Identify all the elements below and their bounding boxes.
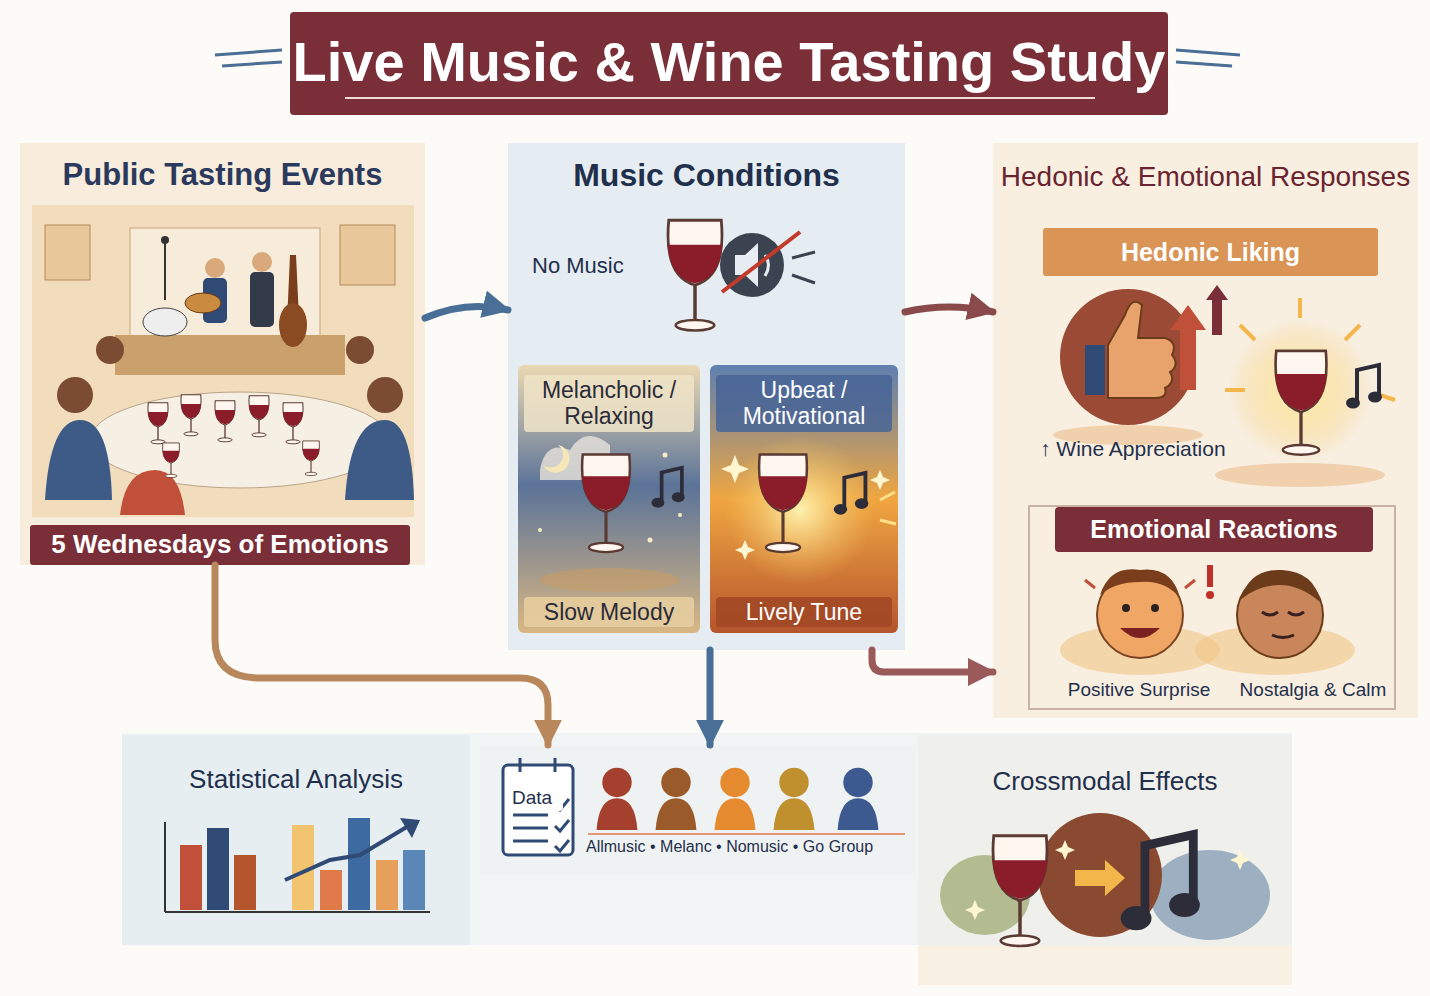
node-heading: Music Conditions [508,157,905,194]
node-text: Allmusic • Melanc • Nomusic • Go Group [586,838,911,856]
band: 5 Wednesdays of Emotions [30,525,410,565]
node-heading: Statistical Analysis [122,765,470,795]
node-heading: Public Tasting Events [20,157,425,193]
flow-arrow [215,565,548,745]
node-heading: Upbeat / Motivational [716,375,892,432]
panel: Music Conditions No MusicMelancholic / Re… [508,143,905,650]
node-heading: Hedonic & Emotional Responses [993,161,1418,193]
diagram-title: Live Music & Wine Tasting Study [290,30,1168,94]
node-text: Positive Surprise [1034,679,1244,701]
flow-arrow [872,650,993,672]
condition-card: Melancholic / RelaxingSlow Melody [518,365,700,633]
node-text: Nostalgia & Calm [1230,679,1396,701]
node-heading: Hedonic Liking [1043,238,1378,267]
node-heading: No Music [532,253,657,278]
node-heading: Emotional Reactions [1055,507,1373,552]
title-banner: Live Music & Wine Tasting Study [290,12,1168,115]
flow-arrow [707,650,714,745]
panel: Hedonic & Emotional ResponsesHedonic Lik… [993,143,1418,718]
node-heading: Melancholic / Relaxing [524,375,694,432]
flow-arrow [905,307,993,312]
flow-arrow [425,306,508,318]
node-text: Slow Melody [524,597,694,627]
panel: Crossmodal Effects [918,735,1292,985]
node-text: Lively Tune [716,597,892,627]
condition-card: Upbeat / MotivationalLively Tune [710,365,898,633]
note-label: ↑ Wine Appreciation [1040,437,1265,461]
node-heading: 5 Wednesdays of Emotions [30,530,410,560]
panel: Statistical Analysis [122,735,470,945]
node-heading: Crossmodal Effects [918,767,1292,797]
condition-box: No Music [522,205,892,345]
node-heading: Data [508,785,563,811]
band: Hedonic Liking [1043,228,1378,276]
panel: Public Tasting Events 5 Wednesdays of Emo… [20,143,425,565]
panel: DataAllmusic • Melanc • Nomusic • Go Gro… [480,745,915,873]
reaction-box: Emotional ReactionsPositive SurpriseNost… [1028,505,1396,710]
